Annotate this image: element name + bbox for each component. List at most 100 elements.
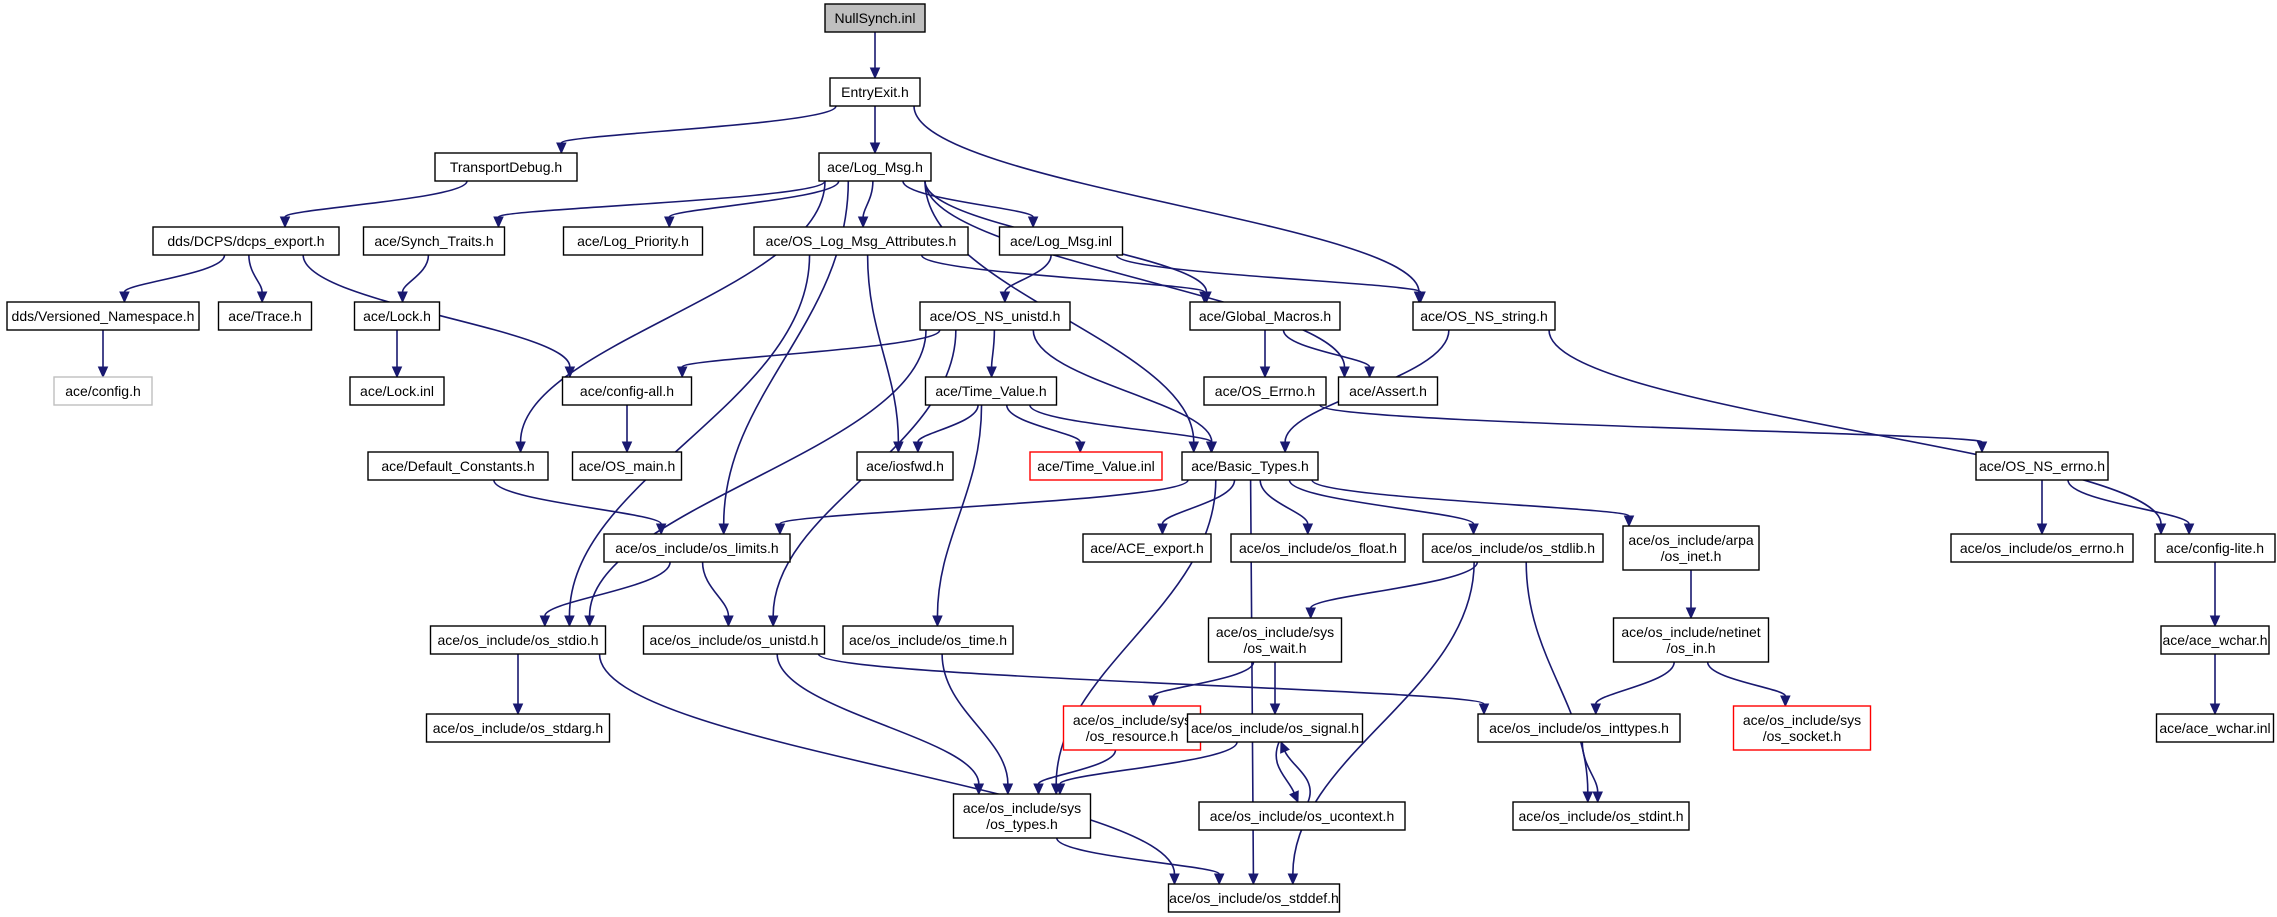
edge-line [2067,479,2190,525]
edge-time-value-to-os-time [932,404,983,628]
node-os-main[interactable]: ace/OS_main.h [571,451,683,481]
node-os-ns-errno[interactable]: ace/OS_NS_errno.h [1975,451,2109,481]
node-sys-wait[interactable]: ace/os_include/sys/os_wait.h [1207,617,1343,663]
node-ace-export[interactable]: ace/ACE_export.h [1082,533,1212,563]
node-os-signal[interactable]: ace/os_include/os_signal.h [1186,713,1364,743]
edge-line [701,561,730,617]
arrowhead-icon [556,142,567,155]
node-ace-wchar-inl[interactable]: ace/ace_wchar.inl [2155,713,2275,743]
node-box [1181,451,1319,481]
arrowhead-icon [1302,523,1314,536]
node-lock-h[interactable]: ace/Lock.h [353,301,441,331]
node-os-unistd-inc[interactable]: ace/os_include/os_unistd.h [642,625,826,655]
node-os-stddef[interactable]: ace/os_include/os_stddef.h [1167,883,1341,913]
edge-os-unistd-inc-to-os-inttypes [817,653,1490,716]
node-versioned-ns[interactable]: dds/Versioned_Namespace.h [6,301,200,331]
node-box [753,226,969,256]
node-sys-socket[interactable]: ace/os_include/sys/os_socket.h [1732,705,1872,751]
node-nullsynch[interactable]: NullSynch.inl [824,3,926,33]
edge-line [1004,254,1052,293]
edge-netinet-in-to-sys-socket [1706,661,1791,708]
arrowhead-icon [1169,873,1180,886]
node-os-stdio[interactable]: ace/os_include/os_stdio.h [429,625,607,655]
node-os-ucontext[interactable]: ace/os_include/os_ucontext.h [1198,801,1406,831]
node-log-msg[interactable]: ace/Log_Msg.h [818,152,932,182]
node-lock-inl[interactable]: ace/Lock.inl [349,376,445,406]
node-entryexit[interactable]: EntryExit.h [829,77,921,107]
node-os-stdlib[interactable]: ace/os_include/os_stdlib.h [1422,533,1604,563]
node-box [1622,525,1760,571]
node-os-stdint[interactable]: ace/os_include/os_stdint.h [1512,801,1690,831]
arrowhead-icon [279,216,291,229]
node-box [919,301,1071,331]
node-default-constants[interactable]: ace/Default_Constants.h [367,451,549,481]
node-os-float[interactable]: ace/os_include/os_float.h [1230,533,1406,563]
node-config-h[interactable]: ace/config.h [53,376,153,406]
node-time-value-inl[interactable]: ace/Time_Value.inl [1029,451,1163,481]
node-os-log-msg-attr[interactable]: ace/OS_Log_Msg_Attributes.h [753,226,969,256]
node-sys-resource[interactable]: ace/os_include/sys/os_resource.h [1062,705,1202,751]
edge-transportdebug-to-dcps-export [279,180,468,229]
arrowhead-icon [493,216,504,229]
node-os-errno-inc[interactable]: ace/os_include/os_errno.h [1950,533,2134,563]
node-box [1029,451,1163,481]
node-arpa-inet[interactable]: ace/os_include/arpa/os_inet.h [1622,525,1760,571]
node-os-stdarg[interactable]: ace/os_include/os_stdarg.h [425,713,611,743]
arrowhead-icon [1976,441,1988,454]
node-time-value[interactable]: ace/Time_Value.h [924,376,1058,406]
node-box [2160,625,2270,655]
node-label: ace/Time_Value.h [935,383,1046,399]
arrowhead-icon [1590,703,1602,716]
edge-line [1525,561,1589,793]
node-os-errno-h[interactable]: ace/OS_Errno.h [1203,376,1327,406]
arrowhead-icon [1592,791,1603,804]
node-basic-types[interactable]: ace/Basic_Types.h [1181,451,1319,481]
edge-dcps-export-to-versioned-ns [119,254,226,304]
arrowhead-icon [2209,703,2221,716]
node-trace[interactable]: ace/Trace.h [217,301,313,331]
node-box [217,301,313,331]
node-label: ace/ace_wchar.inl [2159,720,2270,736]
node-config-all[interactable]: ace/config-all.h [561,376,693,406]
edge-log-msg-to-assert-h [924,180,1350,379]
edge-line [1311,479,1630,517]
node-log-priority[interactable]: ace/Log_Priority.h [562,226,704,256]
node-iosfwd[interactable]: ace/iosfwd.h [856,451,954,481]
node-config-lite[interactable]: ace/config-lite.h [2154,533,2276,563]
arrowhead-icon [1468,523,1479,536]
node-box [561,376,693,406]
edge-os-log-msg-attr-to-os-stdio [564,254,811,628]
node-label: ace/os_include/os_stddef.h [1169,890,1339,906]
node-label: EntryExit.h [841,84,909,100]
node-global-macros[interactable]: ace/Global_Macros.h [1189,301,1341,331]
node-label: ace/os_include/os_stdarg.h [433,720,603,736]
node-os-limits[interactable]: ace/os_include/os_limits.h [603,533,791,563]
node-os-ns-string[interactable]: ace/OS_NS_string.h [1412,301,1556,331]
arrowhead-icon [515,441,526,454]
node-os-inttypes[interactable]: ace/os_include/os_inttypes.h [1477,713,1681,743]
node-assert-h[interactable]: ace/Assert.h [1337,376,1439,406]
arrowhead-icon [999,291,1011,304]
node-synch-traits[interactable]: ace/Synch_Traits.h [362,226,506,256]
node-label: ace/os_include/os_limits.h [615,540,778,556]
edge-arpa-inet-to-netinet-in [1685,569,1697,620]
node-label: ace/Lock.h [363,308,431,324]
node-label: ace/Global_Macros.h [1199,308,1331,324]
node-box [952,793,1092,839]
node-dcps-export[interactable]: dds/DCPS/dcps_export.h [152,226,340,256]
node-transportdebug[interactable]: TransportDebug.h [434,152,578,182]
node-log-msg-inl[interactable]: ace/Log_Msg.inl [998,226,1124,256]
node-label: ace/os_include/netinet [1621,624,1760,640]
node-label: /os_resource.h [1086,728,1179,744]
node-label: ace/OS_Log_Msg_Attributes.h [766,233,957,249]
node-box [842,625,1014,655]
arrowhead-icon [932,615,943,628]
edge-line [917,404,979,443]
node-os-time[interactable]: ace/os_include/os_time.h [842,625,1014,655]
node-os-ns-unistd[interactable]: ace/OS_NS_unistd.h [919,301,1071,331]
node-sys-types[interactable]: ace/os_include/sys/os_types.h [952,793,1092,839]
node-ace-wchar-h[interactable]: ace/ace_wchar.h [2160,625,2270,655]
node-netinet-in[interactable]: ace/os_include/netinet/os_in.h [1612,617,1770,663]
node-box [1230,533,1406,563]
arrowhead-icon [718,523,729,536]
